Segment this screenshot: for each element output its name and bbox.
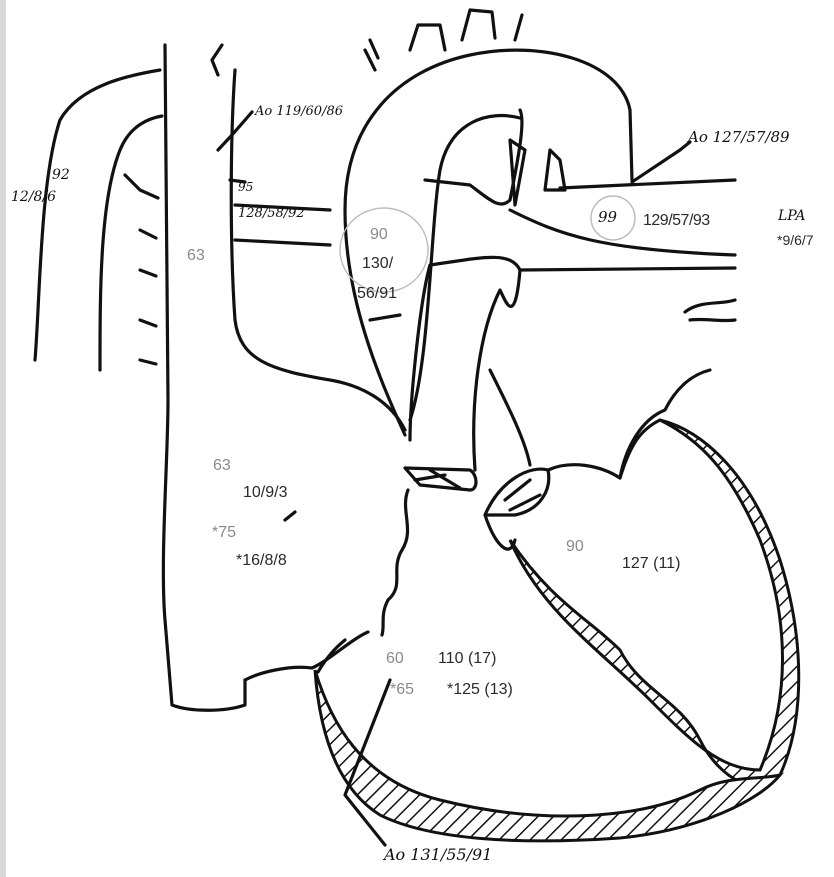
arch-lumen [425, 110, 522, 204]
leader-ra [285, 512, 295, 520]
hand-ao-right: Ao 127/57/89 [688, 128, 790, 146]
brachiocephalic [365, 40, 378, 70]
lpa-pressure-label: *9/6/7 [777, 231, 814, 249]
svc-o2-label: 63 [187, 247, 205, 265]
desc-aorta-upper [560, 180, 735, 188]
pa-trunk-left [410, 257, 520, 440]
lv-o2-label: 90 [566, 538, 584, 556]
subclavian [515, 15, 522, 40]
left-vessel-outer [35, 70, 160, 360]
rv-o2-star-label: *65 [390, 681, 414, 699]
leader-asc [370, 315, 400, 320]
asc-aorta-o2-label: 90 [370, 226, 388, 244]
hand-left-top: 92 [52, 166, 70, 184]
la-wall [548, 420, 660, 478]
pa-trunk-right [474, 270, 520, 470]
left-vessel-inner [100, 116, 162, 370]
lpa-lower [520, 268, 735, 270]
rv-pressure-label: 110 (17) [438, 650, 496, 668]
svc-top-tick [212, 45, 222, 75]
asc-circle [340, 208, 428, 292]
aortic-arch-outer [345, 50, 632, 435]
ra-o2-label: 63 [213, 457, 231, 475]
desc-aorta-o2-label: 99 [598, 208, 617, 226]
rpa-lower [235, 240, 330, 245]
hand-svc-mid: 128/58/92 [238, 205, 305, 223]
carotid-box-1 [410, 25, 445, 50]
hand-mid-small: 95 [238, 178, 253, 196]
left-vessel-ticks [125, 175, 158, 364]
asc-aorta-pressure-1: 130/ [362, 255, 393, 273]
leader-ao-right [632, 142, 690, 182]
hand-ao-bottom: Ao 131/55/91 [384, 846, 492, 864]
left-border [0, 0, 6, 877]
lv-pressure-label: 127 (11) [622, 555, 680, 573]
desc-aorta-pressure-label: 129/57/93 [643, 212, 710, 230]
pa-inner [490, 370, 530, 465]
asc-aorta-pressure-2: 56/91 [357, 285, 397, 303]
lpa-small [685, 300, 735, 321]
ra-pressure-star-label: *16/8/8 [236, 552, 287, 570]
carotid-box-2 [462, 10, 495, 40]
septum [382, 490, 408, 635]
rv-pressure-star-label: *125 (13) [447, 681, 513, 699]
rv-top [245, 632, 368, 680]
hand-ao-top: Ao 119/60/86 [255, 103, 343, 121]
leader-ao-top [218, 112, 252, 150]
ra-pressure-label: 10/9/3 [243, 484, 287, 502]
rv-o2-label: 60 [386, 650, 404, 668]
ra-o2-star-label: *75 [212, 524, 236, 542]
aortic-arch-inner [410, 116, 520, 420]
lpa-label: LPA [778, 207, 806, 225]
lv-wall-hatched [510, 420, 799, 786]
hand-left: 12/8/6 [11, 188, 56, 206]
